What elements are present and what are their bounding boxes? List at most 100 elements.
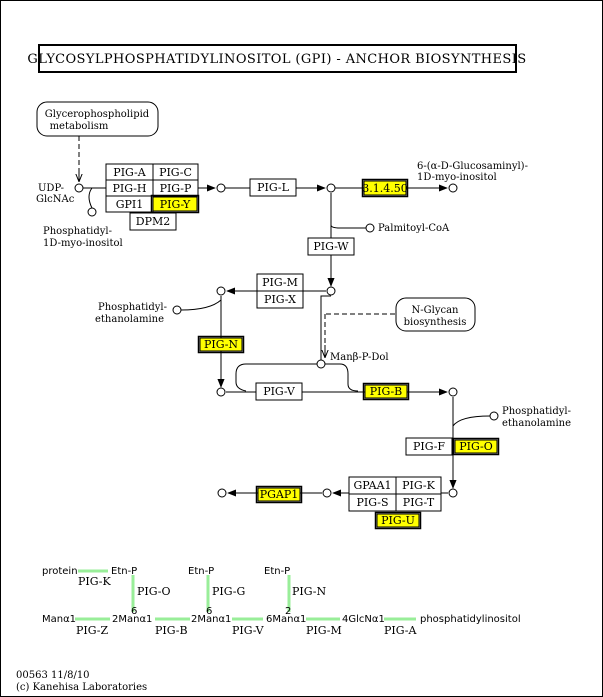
page-title: GLYCOSYLPHOSPHATIDYLINOSITOL (GPI) - ANC… — [27, 52, 526, 67]
glycan-enzyme-pig-o: PIG-O — [137, 585, 170, 598]
enzyme-pig-o[interactable]: PIG-O — [452, 437, 500, 456]
enzyme-gpaa1[interactable]: GPAA1 — [348, 476, 397, 495]
enzyme-label: GPI1 — [116, 198, 144, 211]
enzyme-pig-m[interactable]: PIG-M — [256, 273, 304, 292]
enzyme-pig-w[interactable]: PIG-W — [307, 237, 355, 256]
compound-udp-glcnac[interactable] — [74, 183, 84, 193]
enzyme-pig-k[interactable]: PIG-K — [395, 476, 442, 495]
label-udp-glcnac-l1: UDP- — [38, 183, 64, 194]
footer-map-id: 00563 11/8/10 — [16, 670, 90, 681]
enzyme-label: PIG-W — [313, 240, 349, 253]
enzyme-pig-u[interactable]: PIG-U — [374, 511, 422, 530]
enzyme-label: PIG-N — [204, 338, 238, 351]
glycan-enzyme-pig-m: PIG-M — [306, 624, 342, 637]
glycan-position-2: 2 — [285, 606, 291, 617]
glycan-position-6a: 6 — [131, 606, 137, 617]
map-label-line1: N-Glycan — [412, 305, 460, 316]
enzyme-pig-v[interactable]: PIG-V — [255, 382, 303, 401]
compound-etnp-man1[interactable] — [216, 387, 226, 397]
label-man-p-dol: Manβ-P-Dol — [330, 352, 389, 363]
glycan-enzyme-pig-v: PIG-V — [232, 624, 265, 637]
enzyme-label: PIG-F — [413, 440, 445, 453]
enzyme-label: PGAP1 — [260, 488, 299, 501]
compound-glucosaminyl-inositol[interactable] — [448, 183, 458, 193]
compound-glcnac-pi[interactable] — [216, 183, 226, 193]
enzyme-pig-h[interactable]: PIG-H — [105, 179, 154, 197]
enzyme-label: PIG-A — [113, 166, 146, 179]
enzyme-ec-3-1-4-50[interactable]: 3.1.4.50 — [361, 178, 409, 198]
enzyme-pig-s[interactable]: PIG-S — [348, 493, 397, 512]
enzyme-pig-n[interactable]: PIG-N — [197, 335, 245, 354]
enzyme-pgap1[interactable]: PGAP1 — [255, 485, 303, 504]
glycan-man-3: 2Manα1 — [191, 614, 231, 625]
glycan-enzyme-pig-k: PIG-K — [78, 575, 111, 588]
glycan-man-2: 2Manα1 — [112, 614, 152, 625]
enzyme-pig-b[interactable]: PIG-B — [362, 382, 410, 401]
enzyme-label: DPM2 — [136, 215, 170, 228]
map-label-line2: biosynthesis — [404, 317, 467, 328]
compound-man1-glcn-acyl-pi[interactable] — [216, 286, 226, 296]
compound-nodes — [74, 183, 499, 498]
enzyme-pig-y[interactable]: PIG-Y — [150, 194, 200, 214]
label-pe-right-l1: Phosphatidyl- — [502, 406, 571, 417]
compound-phosphatidylethanolamine-right[interactable] — [489, 411, 499, 421]
enzyme-label: PIG-S — [357, 496, 389, 509]
glycan-enzyme-pig-a: PIG-A — [384, 624, 417, 637]
compound-etnp-man3[interactable] — [448, 387, 458, 397]
map-link-glycerophospholipid[interactable]: Glycerophospholipid metabolism — [36, 101, 159, 137]
enzyme-pig-l[interactable]: PIG-L — [249, 178, 297, 197]
enzyme-gpi1[interactable]: GPI1 — [105, 195, 154, 213]
enzyme-pig-p[interactable]: PIG-P — [152, 179, 199, 197]
enzyme-pig-x[interactable]: PIG-X — [256, 290, 304, 309]
compound-glcn-pi[interactable] — [326, 183, 336, 193]
enzyme-label: PIG-H — [112, 182, 146, 195]
label-palmitoyl-coa: Palmitoyl-CoA — [378, 223, 450, 234]
enzyme-label: PIG-M — [262, 276, 298, 289]
label-phosphatidyl-inositol-l2: 1D-myo-inositol — [43, 238, 123, 249]
glycan-etn-p-3: Etn-P — [264, 566, 290, 577]
compound-gpi-anchor-acyl[interactable] — [448, 488, 458, 498]
glycan-man-1: Manα1 — [42, 614, 76, 625]
enzyme-complex-gpi-et2: PIG-F PIG-O — [405, 437, 500, 456]
map-label-line2: metabolism — [50, 121, 109, 132]
glycan-phosphatidylinositol: phosphatidylinositol — [420, 614, 521, 625]
enzyme-label: PIG-L — [257, 181, 289, 194]
glycan-protein: protein — [42, 566, 78, 577]
compound-phosphatidylethanolamine-left[interactable] — [172, 305, 182, 315]
enzyme-pig-f[interactable]: PIG-F — [405, 437, 453, 456]
label-glucosaminyl-inositol-l2: 1D-myo-inositol — [417, 172, 497, 183]
enzyme-label: 3.1.4.50 — [362, 182, 407, 195]
glycan-enzyme-pig-b: PIG-B — [155, 624, 188, 637]
compound-glcn-acyl-pi[interactable] — [326, 286, 336, 296]
compound-man-p-dol[interactable] — [316, 359, 326, 369]
glycan-etn-p-1: Etn-P — [111, 566, 137, 577]
enzyme-pig-c[interactable]: PIG-C — [152, 163, 199, 181]
enzyme-label: PIG-Y — [160, 198, 191, 211]
glycan-etn-p-2: Etn-P — [188, 566, 214, 577]
label-pe-left-l2: ethanolamine — [95, 314, 164, 325]
enzyme-pig-t[interactable]: PIG-T — [395, 493, 442, 512]
compound-gpi-protein-acyl[interactable] — [322, 488, 332, 498]
map-label-line1: Glycerophospholipid — [45, 109, 150, 120]
enzyme-complex-gpi-mt1: PIG-M PIG-X — [256, 273, 304, 309]
enzyme-dpm2[interactable]: DPM2 — [129, 212, 177, 231]
title-box: GLYCOSYLPHOSPHATIDYLINOSITOL (GPI) - ANC… — [27, 44, 526, 73]
enzyme-label: PIG-O — [459, 440, 492, 453]
label-glucosaminyl-inositol-l1: 6-(α-D-Glucosaminyl)- — [417, 161, 528, 172]
label-udp-glcnac-l2: GlcNAc — [36, 194, 75, 205]
label-phosphatidyl-inositol-l1: Phosphatidyl- — [43, 226, 112, 237]
label-pe-right-l2: ethanolamine — [502, 418, 571, 429]
footer: 00563 11/8/10 (c) Kanehisa Laboratories — [16, 670, 147, 693]
gpi-glycan-structure: protein Etn-P Etn-P Etn-P PIG-K PIG-O PI… — [42, 566, 521, 637]
compound-gpi-anchored-protein[interactable] — [217, 488, 227, 498]
enzyme-pig-a[interactable]: PIG-A — [105, 163, 154, 181]
glycan-enzyme-pig-z: PIG-Z — [76, 624, 108, 637]
compound-palmitoyl-coa[interactable] — [365, 223, 375, 233]
compound-phosphatidyl-inositol[interactable] — [87, 207, 97, 217]
enzyme-complex-gpi-gnt: PIG-A PIG-C PIG-H PIG-P GPI1 PIG-Y DPM2 — [105, 163, 200, 231]
glycan-enzyme-pig-n: PIG-N — [292, 585, 326, 598]
enzyme-label: PIG-V — [263, 385, 296, 398]
map-link-n-glycan[interactable]: N-Glycan biosynthesis — [395, 297, 476, 332]
enzyme-label: PIG-X — [264, 293, 296, 306]
